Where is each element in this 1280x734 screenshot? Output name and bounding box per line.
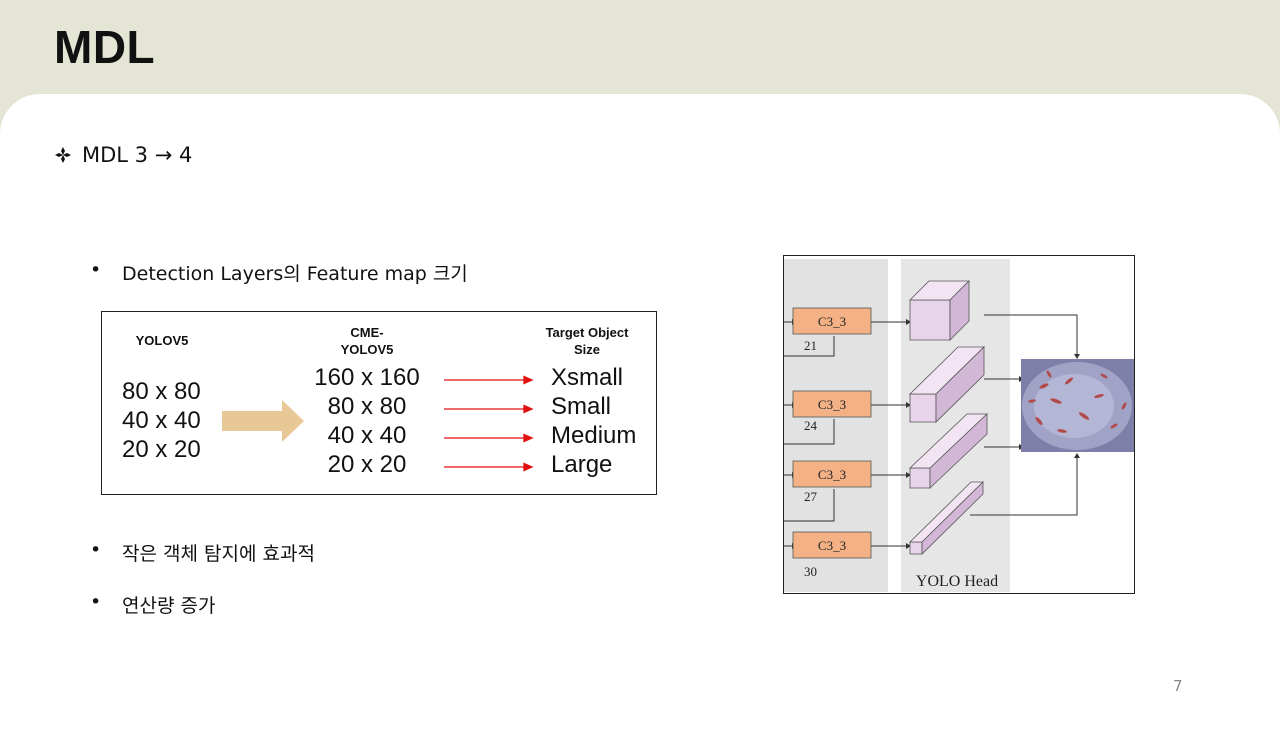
yolov5-size: 40 x 40 <box>122 407 201 434</box>
feature-cube <box>909 346 985 423</box>
bullet-dot-icon: • <box>90 591 102 613</box>
yolov5-header: YOLOV5 <box>135 333 189 348</box>
yolov5-size: 80 x 80 <box>122 378 201 405</box>
bullet-dot-icon: • <box>90 259 102 281</box>
cme-size: 80 x 80 <box>327 393 407 420</box>
diamond-bullet-icon <box>55 147 71 163</box>
feature-cube <box>909 481 984 555</box>
c3-block <box>792 531 872 559</box>
arrow-head-icon <box>523 433 534 443</box>
feature-map-table: YOLOV5 CME- YOLOV5 Target Object Size 80… <box>101 311 657 495</box>
yolo-head-diagram-svg: C3_3 C3_3 C3_3 C3_3 21 24 27 30 <box>784 259 1134 592</box>
c3-block-label: C3_3 <box>818 538 846 553</box>
cme-size: 20 x 20 <box>327 451 407 478</box>
page-number: 7 <box>1173 677 1183 695</box>
bullet-item: • 연산량 증가 <box>90 591 215 618</box>
c3-block-label: C3_3 <box>818 397 846 412</box>
cme-yolov5-header-line2: YOLOV5 <box>340 342 394 357</box>
cme-sizes: 160 x 160 80 x 80 40 x 40 20 x 20 <box>307 363 427 479</box>
c3-block-label: C3_3 <box>818 314 846 329</box>
arrow-head-icon <box>523 462 534 472</box>
cme-size: 160 x 160 <box>314 364 420 391</box>
layer-number: 24 <box>804 418 818 433</box>
c3-block-label: C3_3 <box>818 467 846 482</box>
yolo-head-label: YOLO Head <box>916 573 998 590</box>
bullet-text: Detection Layers의 Feature map 크기 <box>122 263 468 285</box>
target-size: Medium <box>551 422 637 449</box>
c3-block <box>792 307 872 335</box>
c3-block <box>792 390 872 418</box>
bullet-dot-icon: • <box>90 539 102 561</box>
section-heading: MDL 3 → 4 <box>54 143 192 167</box>
target-size-header-line1: Target Object <box>545 325 629 340</box>
slide-title: MDL <box>54 21 156 73</box>
feature-cube <box>909 280 970 341</box>
target-size: Small <box>551 393 612 420</box>
section-heading-text: MDL 3 → 4 <box>82 143 193 167</box>
fish-detection-image <box>1021 359 1134 452</box>
cme-yolov5-header: CME- YOLOV5 <box>317 324 417 358</box>
bullet-text: 연산량 증가 <box>122 595 216 617</box>
target-size-header: Target Object Size <box>527 324 647 358</box>
target-size-header-line2: Size <box>573 342 600 357</box>
cme-size: 40 x 40 <box>327 422 407 449</box>
mapping-arrows <box>444 375 534 472</box>
target-size: Xsmall <box>551 364 624 391</box>
target-sizes: Xsmall Small Medium Large <box>551 363 636 479</box>
layer-number: 30 <box>804 564 817 579</box>
big-arrow-icon <box>222 400 304 442</box>
layer-number: 21 <box>804 338 817 353</box>
bullet-text: 작은 객체 탐지에 효과적 <box>122 543 315 565</box>
connector-lines <box>784 314 1078 547</box>
cme-yolov5-header-line1: CME- <box>350 325 384 340</box>
arrow-head-icon <box>523 404 534 414</box>
bullet-item: • 작은 객체 탐지에 효과적 <box>90 539 315 566</box>
c3-block <box>792 460 872 488</box>
arrow-head-icon <box>523 375 534 385</box>
feature-cube <box>908 413 989 489</box>
yolov5-sizes: 80 x 80 40 x 40 20 x 20 <box>122 377 201 464</box>
bullet-item: • Detection Layers의 Feature map 크기 <box>90 259 468 286</box>
yolov5-size: 20 x 20 <box>122 436 201 463</box>
target-size: Large <box>551 451 613 478</box>
yolo-head-diagram: C3_3 C3_3 C3_3 C3_3 21 24 27 30 <box>783 255 1135 594</box>
layer-number: 27 <box>804 489 818 504</box>
